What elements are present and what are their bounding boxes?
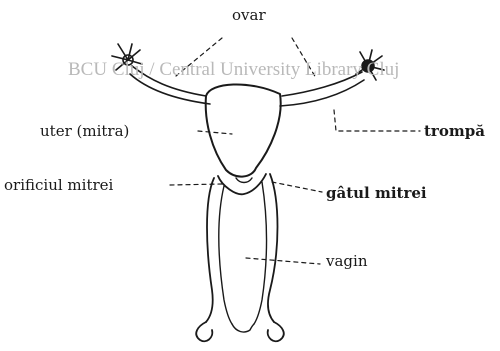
label-orificiul: orificiul mitrei [4,178,113,193]
right-tube-lower [280,80,364,106]
label-vagin: vagin [326,254,367,269]
leader-trompa [334,110,420,131]
labia-left [196,322,212,341]
vagina-right-outer [268,174,278,322]
uterus-body [206,84,281,176]
cervix-opening [236,178,252,183]
leader-orificiul [170,184,222,185]
watermark: BCU Cluj / Central University Library Cl… [68,60,399,79]
vagina-left-outer [206,178,214,322]
label-uter: uter (mitra) [40,124,129,139]
vagina-right-inner [254,182,267,324]
leader-vagin [246,258,320,264]
labia-right [268,322,284,341]
label-ovar: ovar [232,8,266,23]
label-gatul: gâtul mitrei [326,186,427,201]
leader-uter [198,131,232,134]
vagina-left-inner [219,186,232,324]
label-trompa: trompă [424,124,485,139]
leader-gatul [272,182,322,192]
labia-inner [232,324,254,332]
